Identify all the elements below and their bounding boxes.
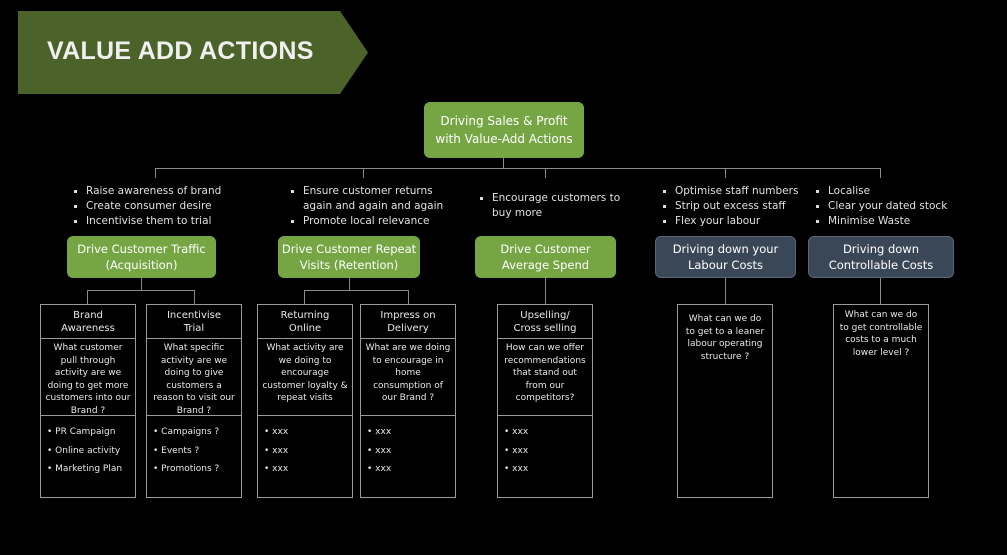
connector	[349, 278, 350, 290]
bullet: Clear your dated stock	[814, 199, 964, 214]
sub-controllable: What can we do to get controllable costs…	[833, 304, 929, 498]
connector	[304, 290, 305, 304]
branch-labour-costs: Driving down your Labour Costs	[655, 236, 796, 278]
branch-bullets: Raise awareness of brand Create consumer…	[72, 184, 262, 229]
sub-item: xxx	[367, 463, 455, 482]
branch-average-spend: Drive Customer Average Spend	[475, 236, 616, 278]
sub-title: Upselling/ Cross selling	[498, 305, 592, 339]
connector	[880, 278, 881, 304]
sub-title: Returning Online	[258, 305, 352, 339]
sub-question: What can we do to get to a leaner labour…	[685, 314, 765, 362]
sub-item: Events ?	[153, 445, 241, 464]
sub-question: What activity are we doing to encourage …	[258, 339, 352, 416]
sub-question: What are we doing to encourage in home c…	[361, 339, 455, 416]
bullet: Ensure customer returns again and again …	[289, 184, 449, 214]
connector	[155, 168, 881, 169]
title-banner: VALUE ADD ACTIONS	[18, 11, 368, 94]
sub-question: How can we offer recommendations that st…	[498, 339, 592, 416]
bullet: Minimise Waste	[814, 214, 964, 229]
sub-title: Brand Awareness	[41, 305, 135, 339]
sub-returning-online: Returning Online What activity are we do…	[257, 304, 353, 498]
sub-brand-awareness: Brand Awareness What customer pull throu…	[40, 304, 136, 498]
sub-item: xxx	[367, 426, 455, 445]
bullet: Localise	[814, 184, 964, 199]
connector	[725, 168, 726, 178]
bullet: Encourage customers to buy more	[478, 191, 628, 221]
connector	[155, 168, 156, 178]
sub-impress-on-delivery: Impress on Delivery What are we doing to…	[360, 304, 456, 498]
bullet: Flex your labour	[661, 214, 811, 229]
sub-item: Campaigns ?	[153, 426, 241, 445]
sub-item: xxx	[504, 463, 592, 482]
branch-bullets: Optimise staff numbers Strip out excess …	[661, 184, 811, 229]
branch-bullets: Localise Clear your dated stock Minimise…	[814, 184, 964, 229]
sub-item: PR Campaign	[47, 426, 135, 445]
branch-bullets: Ensure customer returns again and again …	[289, 184, 449, 229]
connector	[141, 278, 142, 290]
connector	[725, 278, 726, 304]
sub-title: Incentivise Trial	[147, 305, 241, 339]
sub-title: Impress on Delivery	[361, 305, 455, 339]
connector	[194, 290, 195, 304]
connector	[87, 290, 88, 304]
sub-item: xxx	[504, 426, 592, 445]
connector	[408, 290, 409, 304]
connector	[304, 290, 408, 291]
root-node: Driving Sales & Profit with Value-Add Ac…	[424, 102, 584, 158]
sub-upselling: Upselling/ Cross selling How can we offe…	[497, 304, 593, 498]
connector	[545, 278, 546, 304]
sub-labour: What can we do to get to a leaner labour…	[677, 304, 773, 498]
bullet: Strip out excess staff	[661, 199, 811, 214]
sub-item: Promotions ?	[153, 463, 241, 482]
connector	[87, 290, 194, 291]
bullet: Raise awareness of brand	[72, 184, 262, 199]
bullet: Incentivise them to trial	[72, 214, 262, 229]
branch-controllable-costs: Driving down Controllable Costs	[808, 236, 954, 278]
connector	[503, 158, 504, 168]
sub-question: What specific activity are we doing to g…	[147, 339, 241, 416]
branch-bullets: Encourage customers to buy more	[478, 191, 628, 221]
bullet: Create consumer desire	[72, 199, 262, 214]
branch-acquisition: Drive Customer Traffic (Acquisition)	[67, 236, 216, 278]
sub-question: What customer pull through activity are …	[41, 339, 135, 416]
sub-item: Online activity	[47, 445, 135, 464]
bullet: Optimise staff numbers	[661, 184, 811, 199]
sub-item: xxx	[264, 426, 352, 445]
sub-item: xxx	[367, 445, 455, 464]
sub-item: xxx	[504, 445, 592, 464]
sub-item: xxx	[264, 463, 352, 482]
sub-incentivise-trial: Incentivise Trial What specific activity…	[146, 304, 242, 498]
connector	[545, 168, 546, 178]
connector	[363, 168, 364, 178]
bullet: Promote local relevance	[289, 214, 449, 229]
sub-item: Marketing Plan	[47, 463, 135, 482]
connector	[880, 168, 881, 178]
page-title: VALUE ADD ACTIONS	[47, 37, 314, 65]
sub-question: What can we do to get controllable costs…	[839, 310, 923, 358]
sub-item: xxx	[264, 445, 352, 464]
branch-retention: Drive Customer Repeat Visits (Retention)	[278, 236, 420, 278]
